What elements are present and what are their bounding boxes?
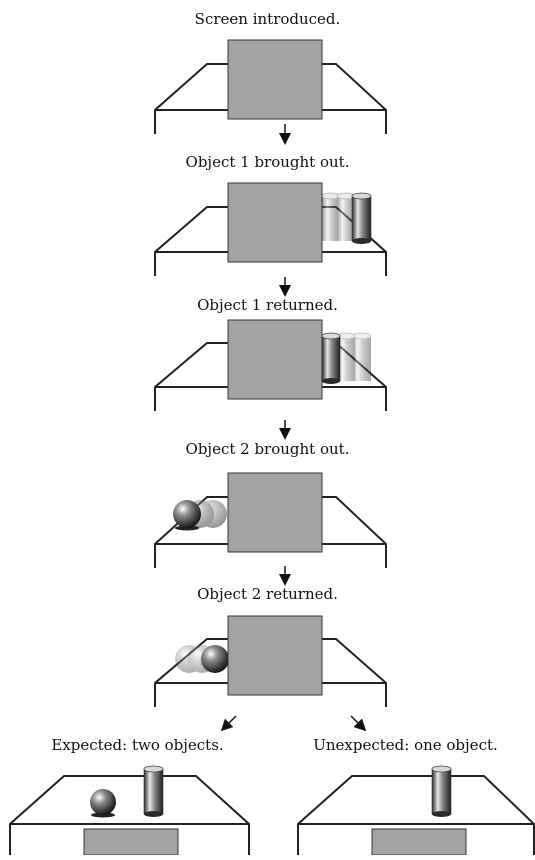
panel-object-2-returned	[154, 615, 387, 707]
down-right-arrow-icon	[350, 715, 367, 732]
cylinder-object-icon	[431, 765, 452, 817]
lowered-screen	[83, 828, 179, 856]
occluding-screen	[227, 472, 323, 553]
caption-unexpected-outcome: Unexpected: one object.	[313, 736, 498, 754]
panel-object-1-returned	[154, 319, 387, 411]
stage-table	[9, 775, 250, 855]
panel-unexpected-outcome	[297, 765, 535, 856]
panel-object-1-brought-out	[154, 182, 387, 276]
cylinder-motion-trail-icon	[336, 332, 372, 381]
occluding-screen	[227, 39, 323, 120]
occluding-screen	[227, 615, 323, 696]
caption-screen-introduced: Screen introduced.	[194, 10, 341, 28]
panel-screen-introduced	[154, 39, 387, 134]
cylinder-motion-trail-icon	[321, 192, 356, 241]
sphere-object-icon	[201, 645, 229, 673]
panel-expected-outcome	[9, 765, 250, 856]
stage-table	[297, 775, 535, 855]
occluding-screen	[227, 319, 323, 400]
down-left-arrow-icon	[220, 715, 237, 732]
cylinder-object-icon	[351, 192, 372, 244]
sphere-object-icon	[173, 500, 201, 531]
caption-object-2-brought-out: Object 2 brought out.	[185, 440, 350, 458]
lowered-screen	[371, 828, 467, 856]
caption-object-1-returned: Object 1 returned.	[197, 296, 338, 314]
cylinder-object-icon	[321, 332, 341, 384]
caption-expected-outcome: Expected: two objects.	[51, 736, 224, 754]
caption-object-2-returned: Object 2 returned.	[197, 585, 338, 603]
caption-object-1-brought-out: Object 1 brought out.	[185, 153, 350, 171]
occluding-screen	[227, 182, 323, 263]
panel-object-2-brought-out	[154, 472, 387, 568]
sphere-object-icon	[90, 789, 116, 818]
cylinder-object-icon	[143, 765, 164, 817]
